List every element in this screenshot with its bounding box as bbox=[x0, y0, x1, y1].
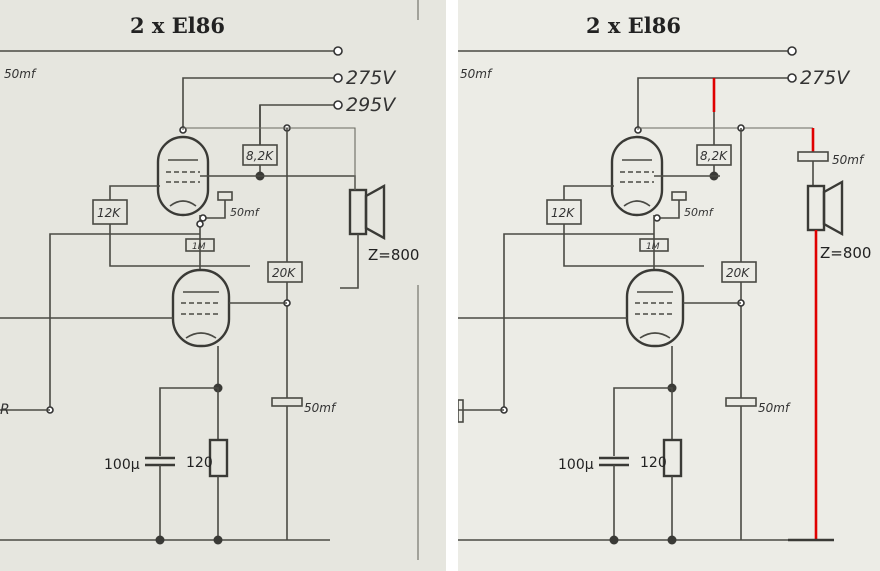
edge-resistor bbox=[458, 399, 464, 423]
wire-speaker-feed bbox=[200, 175, 356, 190]
resistor-20k bbox=[721, 261, 757, 283]
node bbox=[196, 220, 204, 228]
speaker-icon bbox=[806, 179, 844, 237]
edge-cap-label: 50mf bbox=[4, 67, 37, 81]
tube-lower bbox=[625, 268, 685, 348]
junction bbox=[609, 535, 619, 545]
wire bbox=[109, 224, 250, 267]
capacitor-50mf-b bbox=[725, 397, 757, 407]
capacitor-50mf-a bbox=[671, 191, 687, 201]
wire-275v bbox=[182, 77, 336, 128]
wire-grid bbox=[49, 233, 200, 410]
title-modified: 2 x El86 bbox=[586, 13, 681, 38]
speaker-impedance-label: Z=800 bbox=[820, 244, 871, 262]
terminal-275v bbox=[787, 73, 797, 83]
edge-label: R bbox=[0, 402, 10, 418]
wire bbox=[563, 185, 614, 200]
wire bbox=[340, 234, 359, 289]
terminal-275v bbox=[333, 73, 343, 83]
junction bbox=[213, 535, 223, 545]
capacitor-50mf-a bbox=[217, 191, 233, 201]
resistor-20k-label: 20K bbox=[272, 266, 296, 280]
wire bbox=[182, 127, 356, 190]
capacitor-100u-label: 100μ bbox=[104, 457, 140, 473]
resistor-12k-label: 12K bbox=[97, 206, 121, 220]
resistor-20k bbox=[267, 261, 303, 283]
junction bbox=[667, 535, 677, 545]
wire bbox=[659, 200, 680, 219]
capacitor-50mf-b-label: 50mf bbox=[758, 401, 791, 415]
speaker-icon bbox=[348, 183, 386, 241]
wire bbox=[637, 127, 813, 130]
terminal-295v bbox=[333, 100, 343, 110]
wire bbox=[159, 387, 219, 456]
capacitor-50mf-c bbox=[797, 151, 829, 162]
resistor-1m-label: 1M bbox=[646, 242, 660, 252]
voltage-275v-label: 275V bbox=[800, 67, 851, 89]
capacitor-50mf-b bbox=[271, 397, 303, 407]
title-original: 2 x El86 bbox=[130, 13, 225, 38]
wire bbox=[205, 200, 226, 219]
resistor-120-label: 120 bbox=[186, 455, 213, 471]
wire-295v bbox=[259, 104, 336, 145]
capacitor-100u-label: 100μ bbox=[558, 457, 594, 473]
capacitor-50mf-c-label: 50mf bbox=[832, 153, 865, 167]
wire bbox=[563, 224, 704, 267]
resistor-120-label: 120 bbox=[640, 455, 667, 471]
terminal bbox=[787, 46, 797, 56]
junction bbox=[155, 535, 165, 545]
wire bbox=[109, 185, 160, 200]
resistor-1m-label: 1M bbox=[192, 242, 206, 252]
capacitor-50mf-a-label: 50mf bbox=[684, 206, 715, 219]
wire-275v bbox=[637, 77, 790, 128]
resistor-8k2-label: 8,2K bbox=[700, 149, 728, 163]
capacitor-50mf-a-label: 50mf bbox=[230, 206, 261, 219]
terminal bbox=[333, 46, 343, 56]
schematic-modified: 2 x El86 50mf 275V 8,2K 50mf Z=800 20K bbox=[458, 0, 880, 571]
schematic-original: 2 x El86 50mf 275V 295V 8,2K Z=800 20K 5… bbox=[0, 0, 446, 571]
capacitor-50mf-b-label: 50mf bbox=[304, 401, 337, 415]
resistor-20k-label: 20K bbox=[726, 266, 750, 280]
resistor-8k2-label: 8,2K bbox=[246, 149, 274, 163]
edge-cap-label: 50mf bbox=[460, 67, 493, 81]
resistor-12k-label: 12K bbox=[551, 206, 575, 220]
node bbox=[199, 214, 207, 222]
voltage-295v-label: 295V bbox=[346, 94, 397, 116]
wire bbox=[613, 387, 673, 456]
wire-grid bbox=[503, 233, 654, 410]
voltage-275v-label: 275V bbox=[346, 67, 397, 89]
node bbox=[653, 214, 661, 222]
speaker-impedance-label: Z=800 bbox=[368, 246, 419, 264]
tube-lower bbox=[171, 268, 231, 348]
